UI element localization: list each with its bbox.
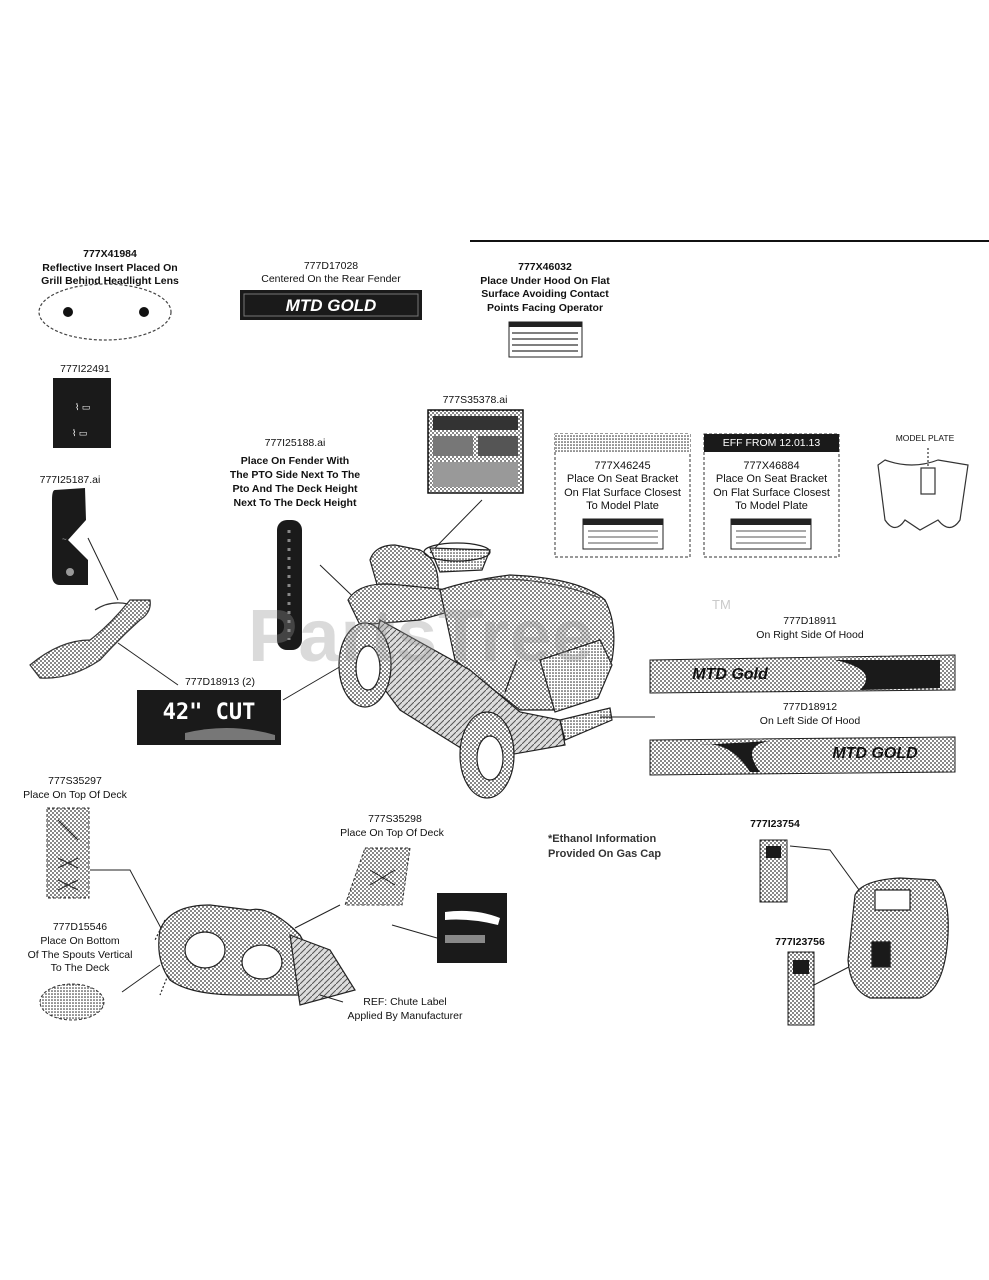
part-desc-25188-line2: The PTO Side Next To The bbox=[229, 469, 361, 481]
spout-decal-15546 bbox=[39, 983, 105, 1021]
watermark-tm: TM bbox=[712, 597, 731, 612]
choke-decal-23756 bbox=[787, 951, 815, 1026]
deck-height-strip-25188 bbox=[277, 520, 302, 650]
deck-decal-35298 bbox=[344, 847, 411, 906]
blade-warning-label bbox=[437, 893, 507, 963]
logo-18911: MTD Gold bbox=[692, 666, 768, 683]
effective-date-46884: EFF FROM 12.01.13 bbox=[722, 437, 821, 449]
part-desc-15546-line1: Place On Bottom bbox=[40, 935, 120, 947]
pto-lever-sketch bbox=[29, 599, 151, 679]
logo-17028: MTD GOLD bbox=[285, 296, 377, 315]
part-number-18911: 777D18911 bbox=[783, 615, 837, 627]
throttle-decal-23754 bbox=[759, 839, 788, 903]
part-number-46884: 777X46884 bbox=[743, 460, 800, 472]
part-number-17028: 777D17028 bbox=[303, 260, 359, 272]
part-desc-46032-line3: Points Facing Operator bbox=[486, 302, 604, 314]
left-hood-decal-18912 bbox=[649, 736, 956, 776]
part-number-46032: 777X46032 bbox=[518, 261, 572, 273]
part-desc-46245-line3: To Model Plate bbox=[586, 500, 659, 512]
part-desc-17028: Centered On the Rear Fender bbox=[261, 273, 401, 285]
part-desc-35297: Place On Top Of Deck bbox=[23, 789, 127, 801]
reflective-insert-decal bbox=[38, 283, 172, 341]
part-desc-25188-line4: Next To The Deck Height bbox=[233, 497, 357, 509]
safety-label-35378 bbox=[427, 409, 524, 494]
chute-label-line1: REF: Chute Label bbox=[363, 996, 447, 1008]
part-number-23756: 777I23756 bbox=[775, 936, 825, 948]
ethanol-info-line2: Provided On Gas Cap bbox=[548, 848, 662, 860]
part-desc-15546-line2: Of The Spouts Vertical bbox=[27, 949, 133, 961]
part-number-46245: 777X46245 bbox=[594, 460, 651, 472]
seat-bracket-label-46884 bbox=[703, 433, 840, 558]
dash-panel-sketch bbox=[847, 877, 949, 999]
part-desc-15546-line3: To The Deck bbox=[50, 962, 110, 974]
cut-width-decal-18913 bbox=[137, 690, 281, 745]
mower-deck-illustration bbox=[154, 904, 356, 1006]
lever-decal-22491: ⌇ ▭ ⌇ ▭ bbox=[53, 378, 111, 448]
mtd-gold-rear-fender-decal bbox=[240, 290, 422, 320]
part-desc-25188-line3: Pto And The Deck Height bbox=[232, 483, 358, 495]
watermark: PartsTree bbox=[248, 594, 595, 677]
pto-lever-decal-25187: ~ bbox=[52, 488, 88, 585]
hood-label-decal bbox=[508, 321, 583, 358]
part-number-23754: 777I23754 bbox=[750, 818, 800, 830]
deck-decal-35297 bbox=[46, 807, 90, 899]
svg-text:⌇ ▭: ⌇ ▭ bbox=[72, 428, 87, 438]
part-number-41984: 777X41984 bbox=[83, 248, 137, 260]
part-number-35298: 777S35298 bbox=[368, 813, 422, 825]
part-number-35378: 777S35378.ai bbox=[442, 394, 508, 406]
part-desc-46884-line1: Place On Seat Bracket bbox=[715, 473, 828, 485]
part-desc-46032-line1: Place Under Hood On Flat bbox=[480, 275, 610, 287]
cut-label-18913: 42" CUT bbox=[162, 700, 256, 725]
seat-bracket-label-46245 bbox=[554, 433, 691, 558]
part-desc-18912: On Left Side Of Hood bbox=[759, 715, 861, 727]
part-desc-46245-line1: Place On Seat Bracket bbox=[566, 473, 679, 485]
part-desc-35298: Place On Top Of Deck bbox=[340, 827, 444, 839]
part-number-22491: 777I22491 bbox=[60, 363, 110, 375]
chute-label-line2: Applied By Manufacturer bbox=[347, 1010, 463, 1022]
part-number-15546: 777D15546 bbox=[52, 921, 108, 933]
part-desc-41984-line1: Reflective Insert Placed On bbox=[42, 262, 178, 274]
part-number-18912: 777D18912 bbox=[782, 701, 838, 713]
right-hood-decal-18911 bbox=[649, 654, 956, 694]
part-number-18913: 777D18913 (2) bbox=[184, 676, 256, 688]
part-desc-46245-line2: On Flat Surface Closest bbox=[564, 487, 681, 499]
model-plate-sketch bbox=[877, 448, 969, 531]
part-number-35297: 777S35297 bbox=[48, 775, 102, 787]
part-number-25187: 777I25187.ai bbox=[39, 474, 101, 486]
part-desc-46884-line3: To Model Plate bbox=[735, 500, 808, 512]
logo-18912: MTD GOLD bbox=[832, 745, 918, 762]
part-number-25188: 777I25188.ai bbox=[264, 437, 326, 449]
ethanol-info-line1: *Ethanol Information bbox=[548, 833, 657, 845]
model-plate-label: MODEL PLATE bbox=[895, 433, 955, 443]
part-desc-25188-line1: Place On Fender With bbox=[240, 455, 350, 467]
part-desc-41984-line2: Grill Behind Headlight Lens bbox=[41, 275, 179, 287]
part-desc-46032-line2: Surface Avoiding Contact bbox=[481, 288, 609, 300]
header-rule bbox=[470, 240, 989, 242]
part-desc-18911: On Right Side Of Hood bbox=[756, 629, 864, 641]
svg-text:⌇ ▭: ⌇ ▭ bbox=[75, 402, 90, 412]
svg-text:~: ~ bbox=[62, 535, 67, 544]
part-desc-46884-line2: On Flat Surface Closest bbox=[713, 487, 830, 499]
tractor-illustration bbox=[338, 542, 615, 799]
